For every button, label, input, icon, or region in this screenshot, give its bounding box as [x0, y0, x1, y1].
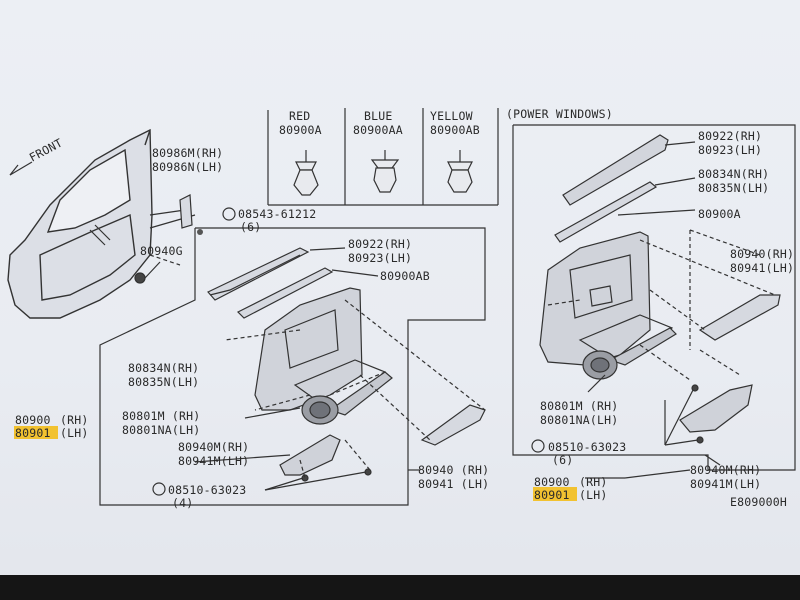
label-08543-qty: (6)	[240, 220, 261, 234]
label-80940g: 80940G	[140, 244, 183, 258]
table-part-yellow: 80900AB	[430, 123, 480, 137]
highlight-left-80901	[14, 426, 58, 439]
label-right-80922-rh: 80922(RH)	[698, 129, 762, 143]
right-door-panel	[539, 231, 651, 366]
monitor-bezel	[0, 575, 800, 600]
label-right-80900a: 80900A	[698, 207, 741, 221]
front-label: FRONT	[27, 136, 65, 165]
label-left-80834-rh: 80834N(RH)	[128, 361, 199, 375]
label-left-assembly-80901: 80901	[15, 426, 51, 440]
label-right-80941m-lh: 80941M(LH)	[690, 477, 761, 491]
label-right-assembly-lh: (LH)	[579, 488, 608, 502]
label-08543: 08543-61212	[238, 207, 316, 221]
right-assembly-frame	[512, 124, 796, 471]
label-left-80923-lh: 80923(LH)	[348, 251, 412, 265]
label-right-80941-lh: 80941(LH)	[730, 261, 794, 275]
label-right-80923-lh: 80923(LH)	[698, 143, 762, 157]
label-left-assembly-rh: (RH)	[60, 413, 89, 427]
label-left-assembly-80900: 80900	[15, 413, 51, 427]
power-windows-label: (POWER WINDOWS)	[506, 107, 613, 121]
label-left-80941-lh: 80941 (LH)	[418, 477, 489, 491]
label-left-80801-lh: 80801NA(LH)	[122, 423, 200, 437]
label-left-80801-rh: 80801M (RH)	[122, 409, 200, 423]
table-color-blue: BLUE	[364, 109, 393, 123]
table-part-red: 80900A	[279, 123, 322, 137]
label-right-assembly-80901: 80901	[534, 488, 570, 502]
label-right-08510: 08510-63023	[548, 440, 626, 454]
label-80900ab: 80900AB	[380, 269, 430, 283]
label-80986-rh: 80986M(RH)	[152, 146, 223, 160]
table-color-yellow: YELLOW	[430, 109, 473, 123]
table-color-red: RED	[289, 109, 310, 123]
label-right-80834-rh: 80834N(RH)	[698, 167, 769, 181]
label-left-80940-rh: 80940 (RH)	[418, 463, 489, 477]
label-left-80941m-lh: 80941M(LH)	[178, 454, 249, 468]
label-left-08510: 08510-63023	[168, 483, 246, 497]
label-left-80922-rh: 80922(RH)	[348, 237, 412, 251]
label-right-80801-lh: 80801NA(LH)	[540, 413, 618, 427]
label-left-80835-lh: 80835N(LH)	[128, 375, 199, 389]
label-right-80801-rh: 80801M (RH)	[540, 399, 618, 413]
label-right-assembly-80900: 80900	[534, 475, 570, 489]
label-80986-lh: 80986N(LH)	[152, 160, 223, 174]
table-part-blue: 80900AA	[353, 123, 403, 137]
label-right-80940m-rh: 80940M(RH)	[690, 463, 761, 477]
clip-color-table	[267, 108, 499, 206]
label-right-assembly-rh: (RH)	[579, 475, 608, 489]
door-shell	[7, 128, 153, 319]
screw-symbol-icon	[152, 207, 545, 496]
label-right-80940-rh: 80940(RH)	[730, 247, 794, 261]
diagram-code: E809000H	[730, 495, 787, 509]
label-left-80940m-rh: 80940M(RH)	[178, 440, 249, 454]
clip-icon-yellow	[447, 150, 473, 193]
highlight-right-80901	[533, 487, 577, 501]
left-door-panel	[254, 287, 363, 411]
clip-icon-red	[293, 150, 319, 196]
screw-icon	[197, 229, 203, 235]
label-left-08510-qty: (4)	[172, 496, 193, 510]
left-assembly-frame	[99, 227, 486, 506]
label-right-08510-qty: (6)	[552, 453, 573, 467]
label-left-assembly-lh: (LH)	[60, 426, 89, 440]
clip-icon-blue	[370, 150, 400, 193]
label-right-80835-lh: 80835N(LH)	[698, 181, 769, 195]
